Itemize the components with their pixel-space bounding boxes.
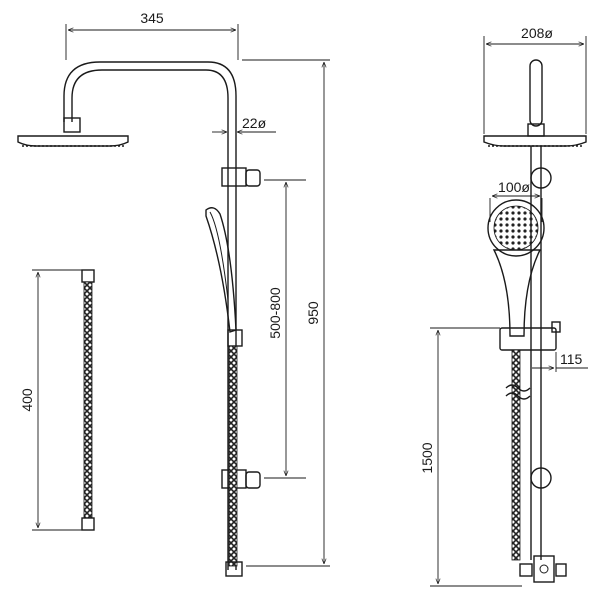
- arm-connector: [63, 117, 81, 133]
- separate-hose: 400: [19, 269, 95, 531]
- shower-arm: [63, 61, 237, 570]
- dim-bracket-offset: 115: [560, 351, 583, 367]
- hand-shower: [205, 207, 237, 333]
- front-view: [17, 61, 261, 577]
- bracket-knob-lower: [530, 467, 552, 489]
- side-dimensions: 208ø 100ø 115 1500: [419, 25, 588, 587]
- dim-rail-height: 1500: [419, 442, 435, 473]
- front-dimensions: 345 22ø 950 500-800: [65, 10, 330, 567]
- side-view: [483, 59, 587, 583]
- dim-bracket-spacing: 500-800: [267, 287, 283, 339]
- slider-block: [499, 327, 557, 351]
- dim-handset-diameter: 100ø: [498, 179, 530, 195]
- bracket-knob-upper: [530, 167, 552, 189]
- dim-head-diameter: 208ø: [521, 25, 553, 41]
- diverter-valve: [519, 555, 567, 583]
- dim-total-height: 950: [305, 301, 321, 325]
- hose-400: [83, 281, 93, 519]
- top-pipe: [529, 59, 543, 127]
- wall-bracket-upper: [221, 167, 261, 187]
- hose-front: [228, 345, 238, 567]
- dim-hose-length: 400: [19, 388, 35, 412]
- handset-front: [487, 199, 545, 337]
- dim-arm-width: 345: [140, 10, 164, 26]
- shower-head-front: [483, 135, 587, 147]
- shower-head-side: [17, 135, 129, 147]
- dim-pipe-diameter: 22ø: [242, 115, 267, 131]
- hose-side: [511, 349, 521, 561]
